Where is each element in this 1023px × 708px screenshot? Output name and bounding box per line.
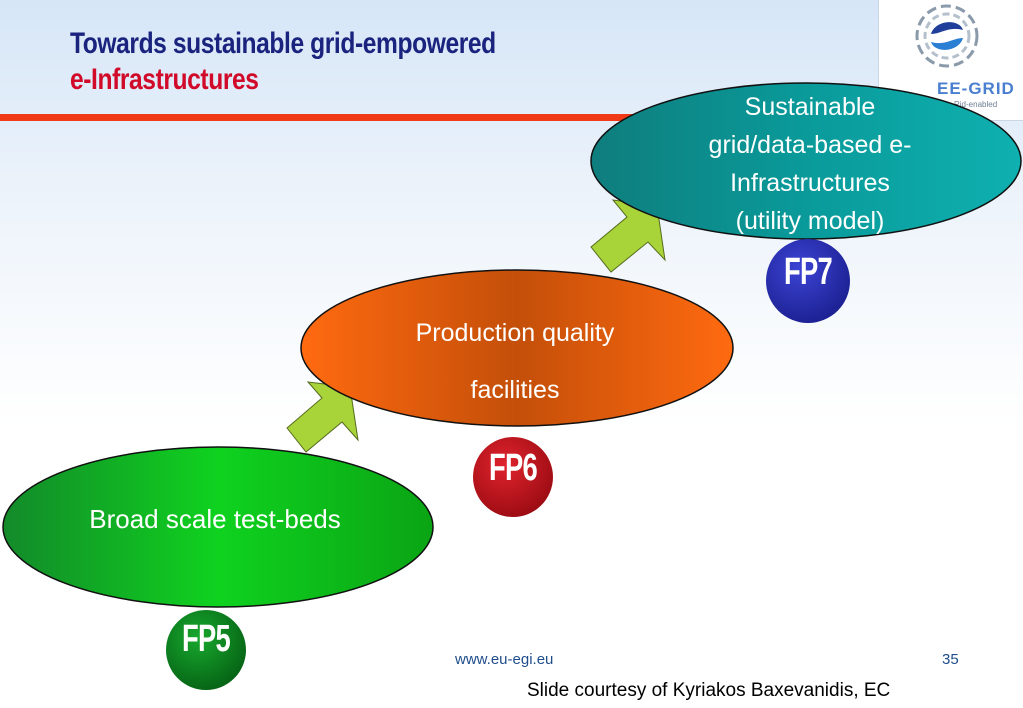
badge-fp7: FP7	[783, 251, 833, 293]
logo-wordmark: EE-GRID	[937, 79, 1015, 98]
stage-label-line: facilities	[470, 376, 560, 404]
stage-label-fp6: Production quality facilities	[340, 305, 690, 419]
badge-circle-fp6	[473, 437, 553, 517]
badge-circle-fp5	[166, 610, 246, 690]
swirl-logo-icon	[915, 4, 979, 68]
stage-label-line: Sustainable	[744, 93, 876, 121]
title-line-1: Towards sustainable grid-empowered	[70, 27, 496, 60]
stage-label-fp5: Broad scale test-beds	[89, 504, 341, 534]
stage-ellipse-fp6	[300, 269, 734, 427]
slide-title: Towards sustainable grid-empowered e-Inf…	[70, 26, 589, 98]
page-number: 35	[942, 651, 959, 668]
stage-label-line: grid/data-based e-	[708, 131, 912, 159]
badge-fp6: FP6	[488, 447, 538, 489]
badge-fp5: FP5	[181, 618, 231, 660]
stage-label-fp7: Sustainable grid/data-based e- Infrastru…	[640, 88, 980, 240]
stage-ellipse-fp7	[590, 82, 1022, 240]
title-line-2: e-Infrastructures	[70, 63, 259, 96]
stage-label-line: Production quality	[415, 319, 615, 347]
arrow-up-right-icon	[286, 381, 359, 453]
logo-tagline: Rid-enabled	[954, 100, 998, 109]
logo: EE-GRID Rid-enabled	[878, 0, 1023, 121]
badge-circle-fp7	[766, 239, 850, 323]
title-underline	[0, 114, 720, 121]
arrow-up-right-icon	[590, 199, 666, 273]
stage-label-line: (utility model)	[735, 207, 885, 235]
slide-credit: Slide courtesy of Kyriakos Baxevanidis, …	[527, 680, 891, 701]
stage-ellipse-fp5	[2, 446, 434, 608]
stage-label-line: Infrastructures	[730, 169, 890, 197]
footer-url: www.eu-egi.eu	[455, 651, 554, 668]
